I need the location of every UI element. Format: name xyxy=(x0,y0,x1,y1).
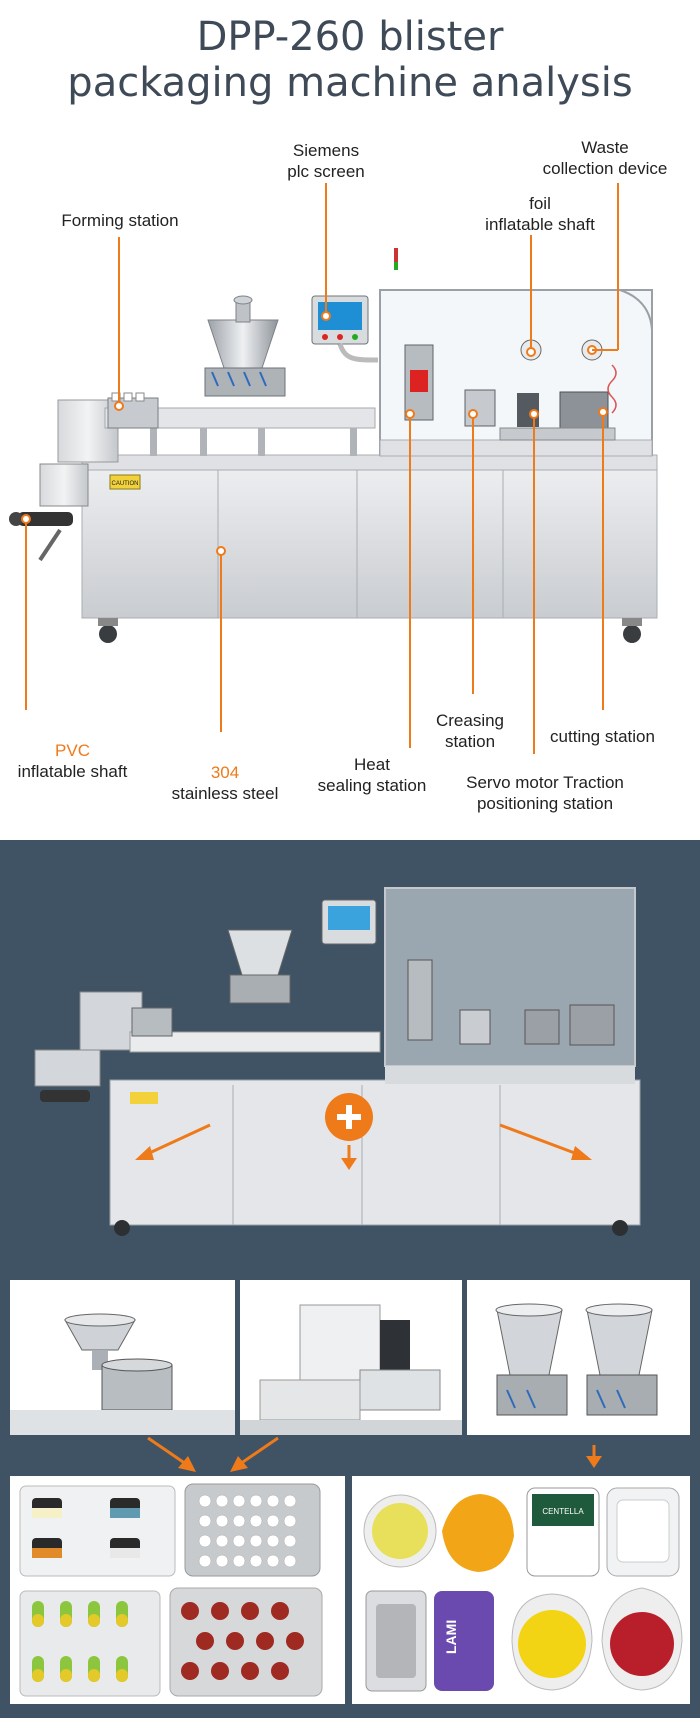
label-forming-station: Forming station xyxy=(61,211,179,230)
title-line-2: packaging machine analysis xyxy=(67,60,633,106)
title-line-1: DPP-260 blister xyxy=(196,14,504,60)
accessory-panel-feeder xyxy=(10,1280,235,1435)
plus-icon xyxy=(325,1093,373,1141)
machine-cabinet xyxy=(81,467,658,619)
machine-diagram: CAUTION xyxy=(9,183,658,754)
product-samples-solid xyxy=(10,1476,345,1704)
product-label-centella: CENTELLA xyxy=(542,1507,584,1516)
arrow-icon xyxy=(135,1123,602,1472)
page-title: DPP-260 blister packaging machine analys… xyxy=(0,14,700,106)
leader-lines xyxy=(25,183,619,754)
accessory-panel-sealer xyxy=(240,1280,462,1435)
product-samples-liquid: CENTELLA LAMI xyxy=(352,1476,690,1704)
machine-options-diagram xyxy=(34,887,641,1472)
options-section: CENTELLA LAMI xyxy=(0,840,700,1718)
accessory-panel-hoppers xyxy=(467,1280,690,1435)
label-cutting-station: cutting station xyxy=(550,727,655,746)
product-label-lami: LAMI xyxy=(443,1620,459,1654)
caution-sticker: CAUTION xyxy=(112,481,139,487)
